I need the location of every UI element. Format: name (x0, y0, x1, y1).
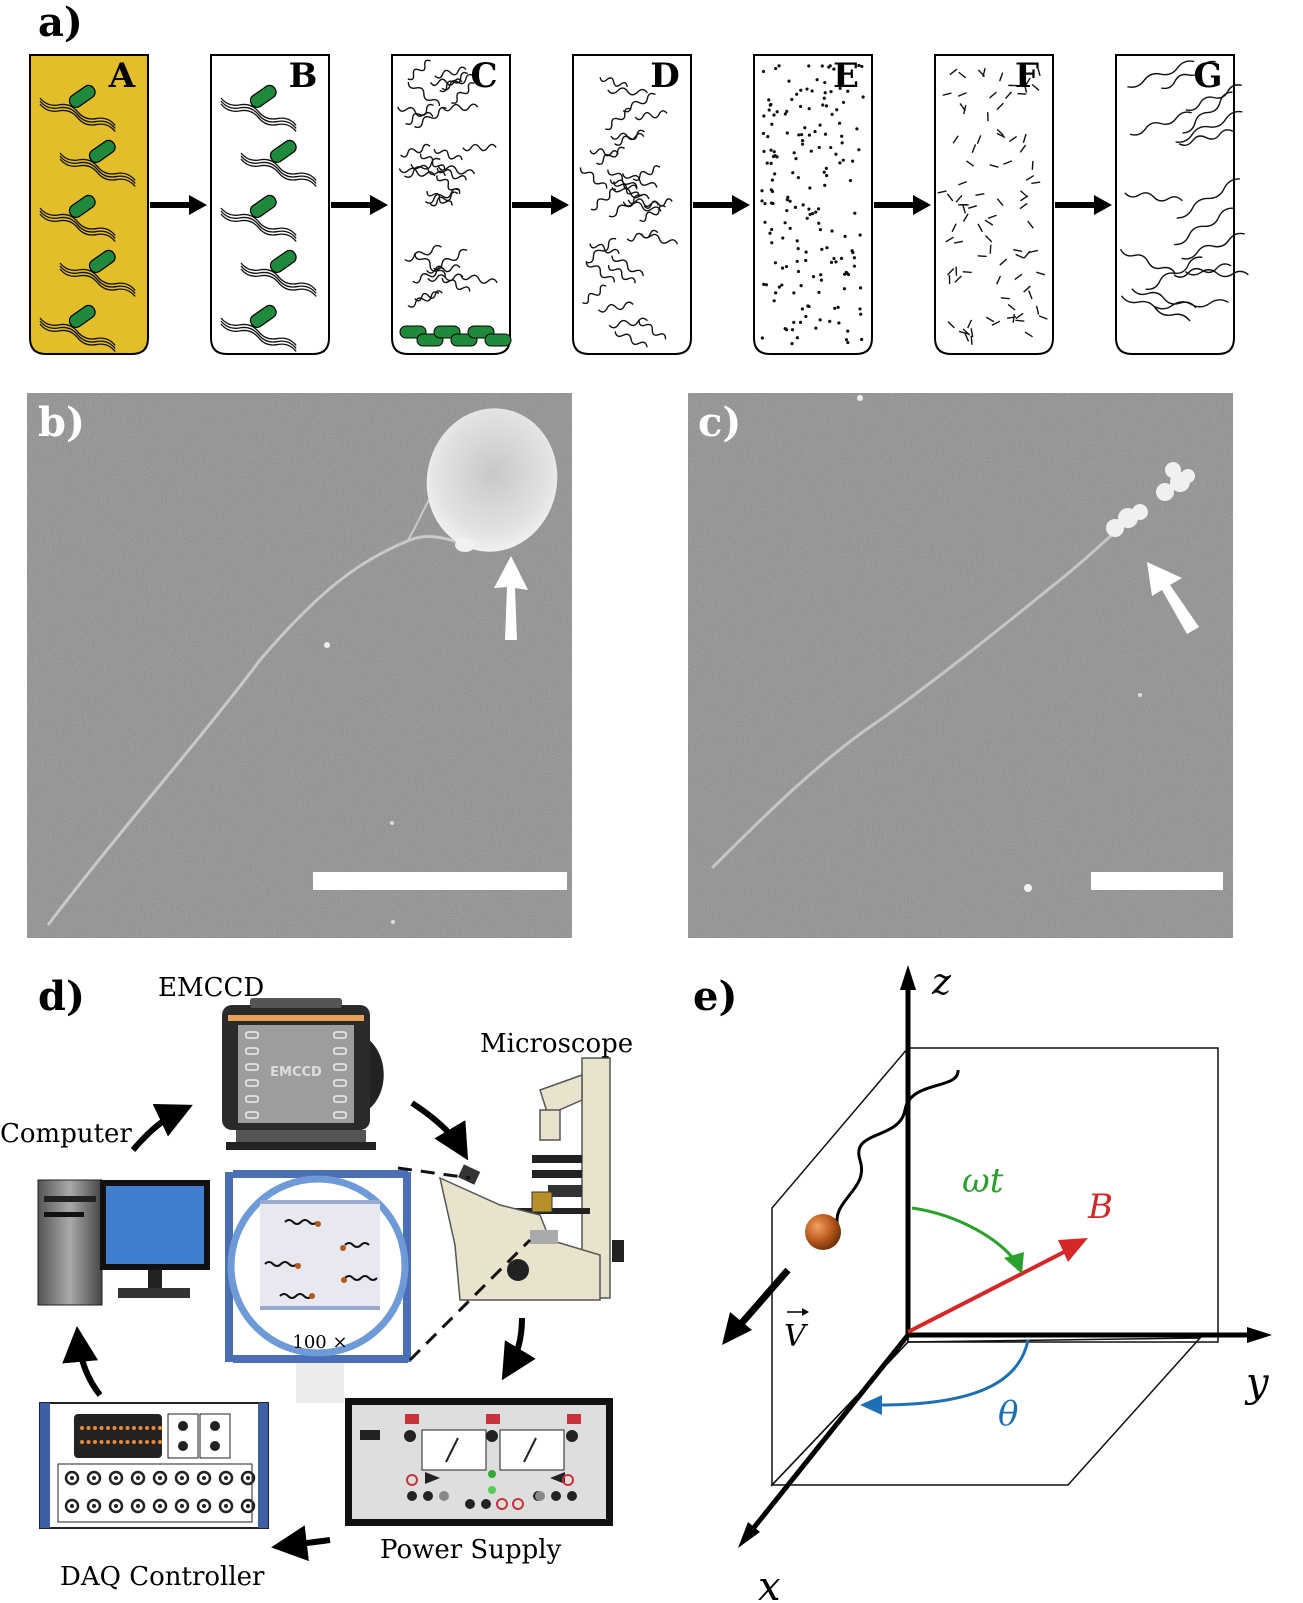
tube-letter-D: D (650, 56, 679, 96)
panel-d-label: d) (38, 973, 85, 1020)
emccd-label: EMCCD (158, 973, 264, 1003)
tube-letter-G: G (1193, 56, 1222, 96)
process-arrow-head (732, 195, 750, 215)
scale-bar-c (1091, 872, 1223, 890)
emccd-camera: EMCCD (222, 998, 384, 1150)
tube-sequence: A B C D E F G (29, 54, 1249, 355)
sem-image-c: c) (688, 393, 1233, 938)
axis-y-label: y (1244, 1360, 1270, 1406)
process-arrow-head (913, 195, 931, 215)
computer-label: Computer (0, 1119, 132, 1149)
process-arrow-head (1094, 195, 1112, 215)
tube-letter-E: E (833, 56, 859, 96)
arrow-indicator-b (494, 556, 528, 640)
tube-G: G (1115, 54, 1249, 355)
panel-e-label: e) (693, 973, 737, 1020)
tube-A: A (29, 54, 149, 355)
microscope (438, 1057, 624, 1301)
coil-chamber: 100 × (225, 1166, 532, 1403)
tube-B: B (210, 54, 330, 355)
workflow-arrows (62, 1100, 536, 1562)
process-arrow-head (370, 195, 388, 215)
axis-z-label: z (931, 962, 952, 1003)
axis-x-label: x (758, 1564, 781, 1603)
panel-a-label: a) (38, 0, 83, 46)
magnification-label: 100 × (292, 1332, 347, 1353)
tube-E: E (753, 54, 873, 355)
scale-bar-b (313, 872, 567, 890)
b-field-label: B (1087, 1187, 1113, 1227)
velocity-vector-hat (787, 1308, 809, 1316)
coordinate-diagram (722, 965, 1272, 1548)
power-supply-label: Power Supply (380, 1535, 562, 1565)
daq-controller (39, 1402, 269, 1529)
process-arrow-head (189, 195, 207, 215)
emccd-body-text: EMCCD (270, 1065, 322, 1080)
tube-letter-A: A (108, 56, 136, 96)
computer (37, 1179, 210, 1306)
microscope-label: Microscope (480, 1029, 633, 1059)
daq-controller-label: DAQ Controller (60, 1562, 265, 1592)
tube-F: F (934, 54, 1054, 355)
tube-letter-C: C (470, 56, 497, 96)
panel-c-label: c) (698, 399, 741, 446)
tube-D: D (572, 54, 692, 355)
tube-letter-B: B (289, 56, 318, 96)
sem-image-b: b) (27, 393, 572, 938)
arrow-indicator-c (1147, 562, 1199, 634)
tube-letter-F: F (1015, 56, 1039, 96)
power-supply (345, 1398, 613, 1526)
omega-t-label: ωt (962, 1161, 1004, 1201)
theta-label: θ (998, 1394, 1018, 1434)
panel-b-label: b) (38, 399, 85, 446)
tube-C: C (391, 54, 512, 355)
velocity-label: V (784, 1319, 809, 1354)
process-arrow-head (551, 195, 569, 215)
